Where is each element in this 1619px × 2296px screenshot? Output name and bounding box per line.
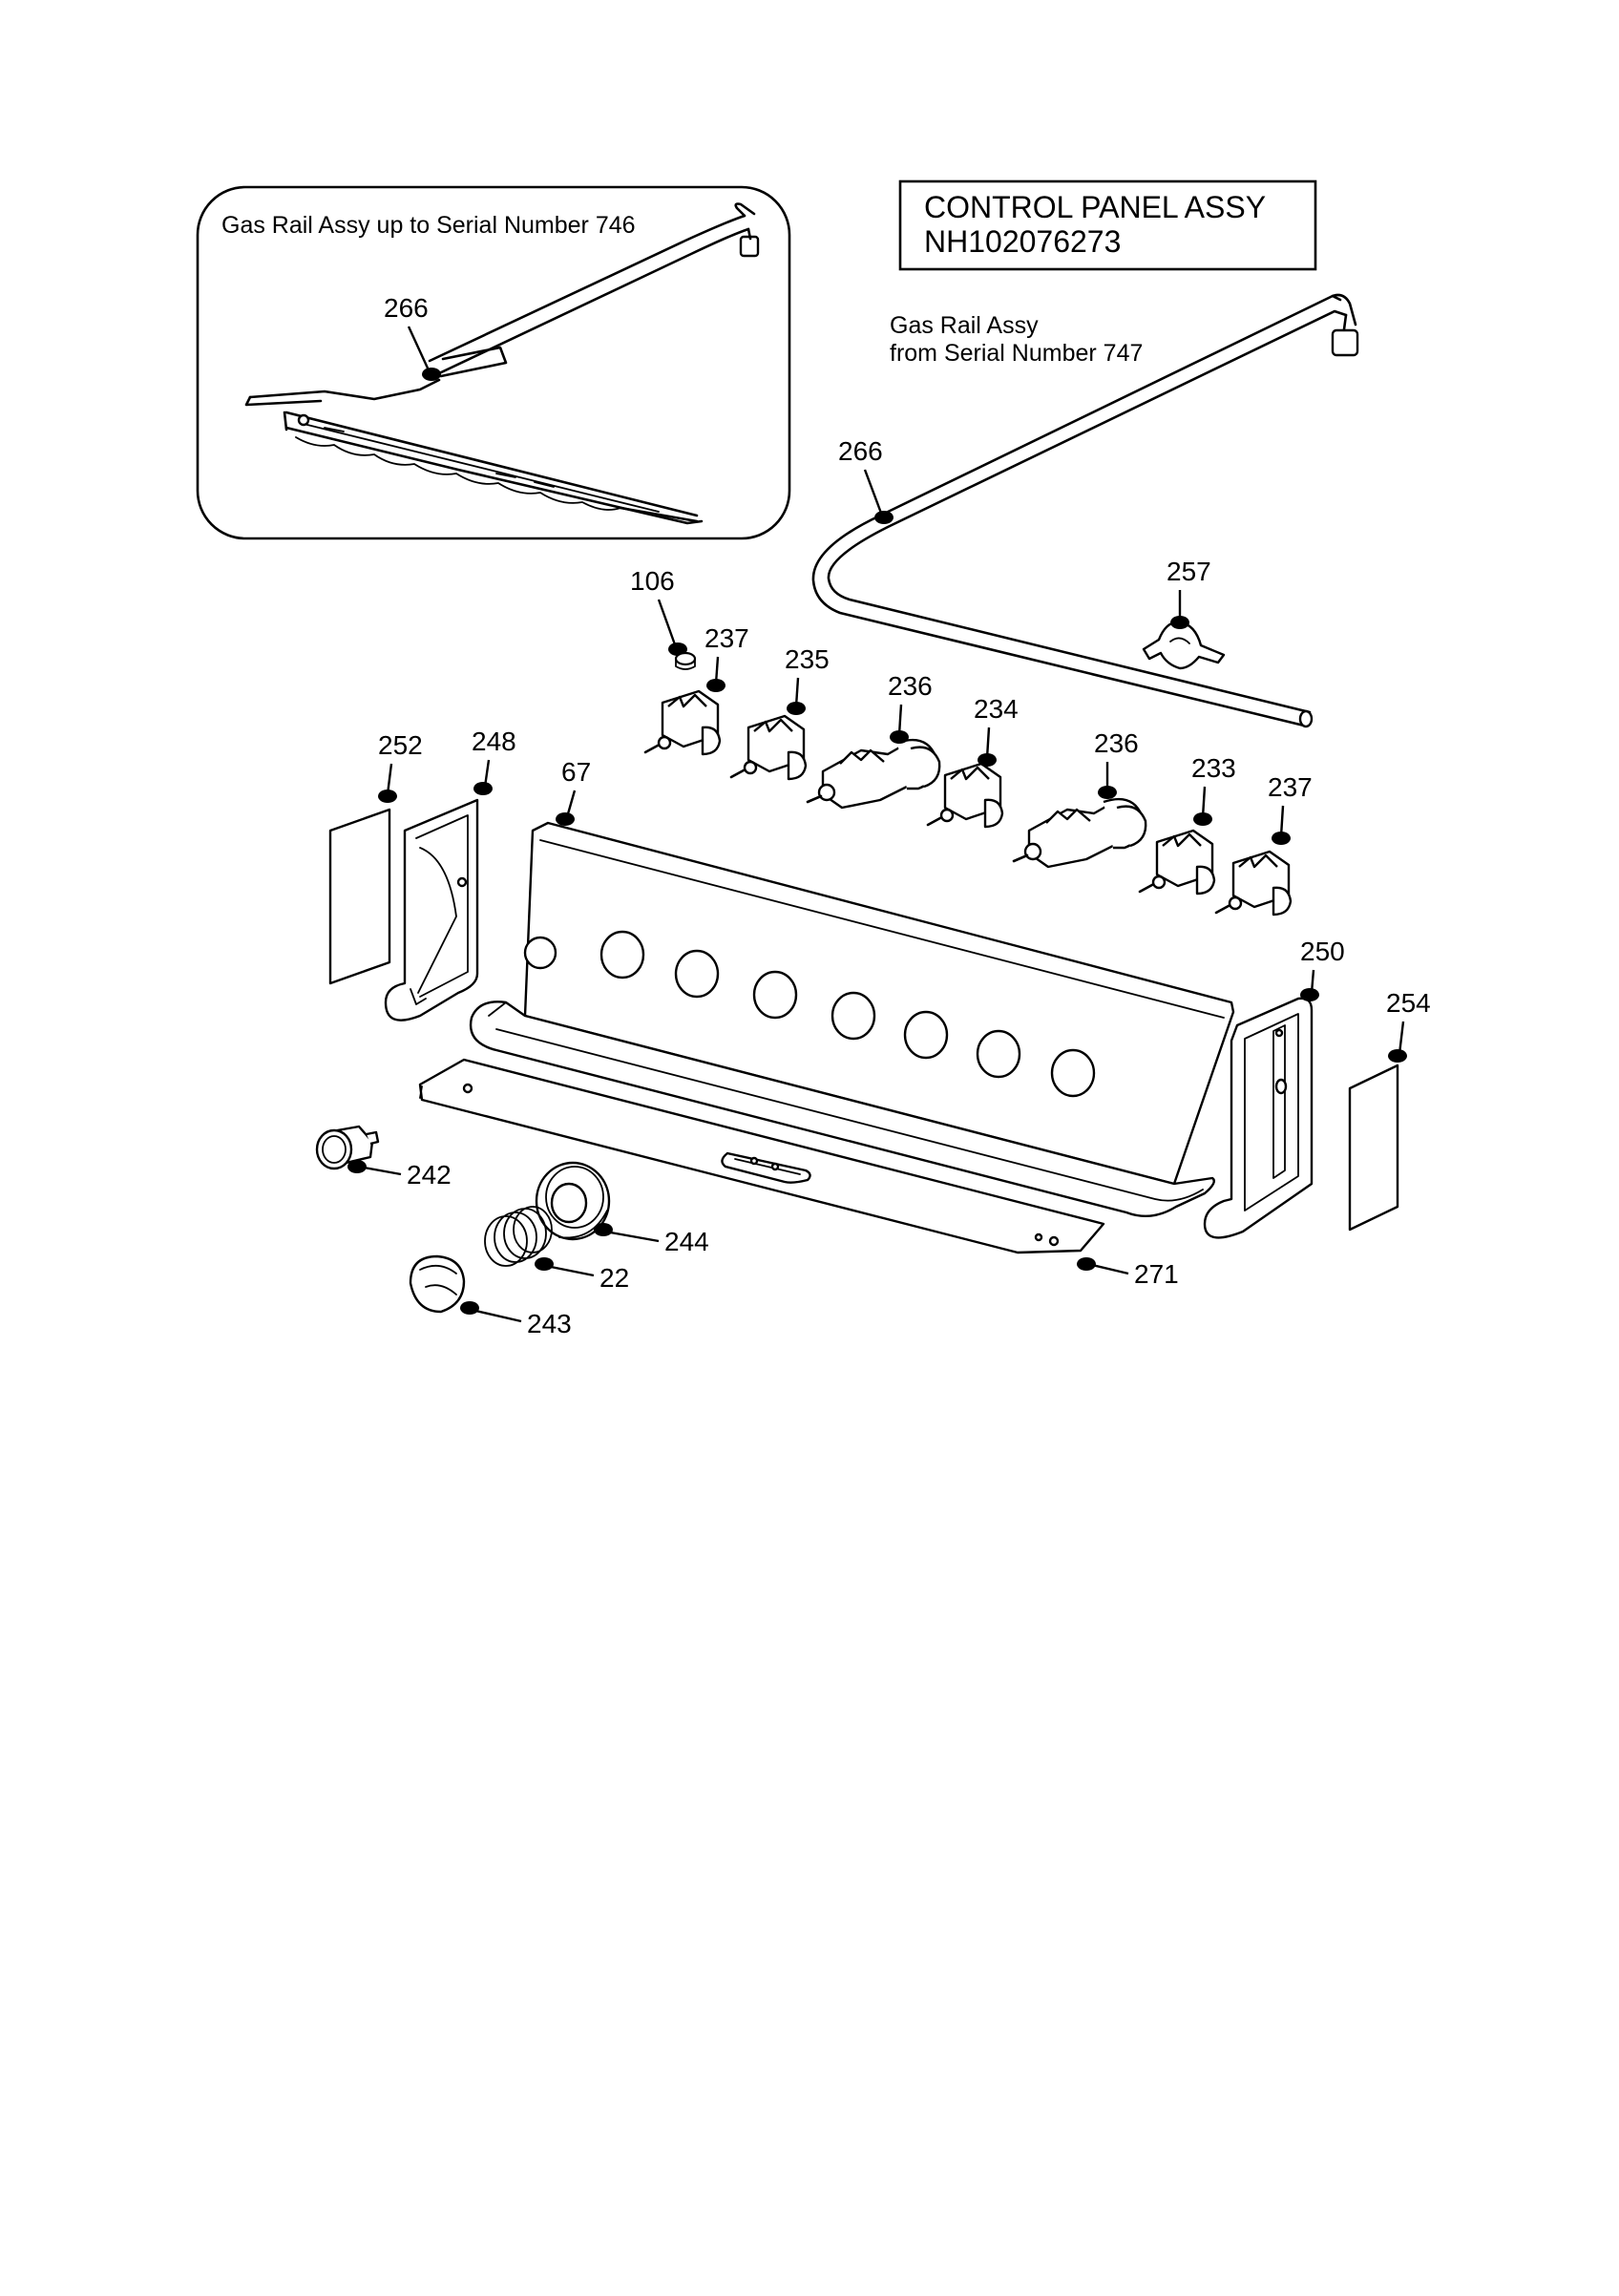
label-242: 242	[407, 1160, 452, 1190]
part-252: 252	[328, 730, 423, 985]
label-271: 271	[1134, 1259, 1179, 1289]
label-237-b: 237	[1268, 772, 1313, 802]
valve-236-b: 236	[1012, 728, 1147, 869]
label-22: 22	[599, 1263, 629, 1293]
label-235: 235	[785, 644, 830, 674]
label-236-b: 236	[1094, 728, 1139, 758]
part-22-spring: 22	[484, 1206, 629, 1293]
part-243-knob: 243	[409, 1254, 572, 1338]
part-254: 254	[1348, 988, 1431, 1232]
gas-rail-new: Gas Rail Assy from Serial Number 747 266	[811, 293, 1359, 728]
label-252: 252	[378, 730, 423, 760]
label-236-a: 236	[888, 671, 933, 701]
label-67: 67	[561, 757, 591, 787]
valve-235: 235	[729, 644, 830, 781]
label-233: 233	[1191, 753, 1236, 783]
inset-gas-rail-old: Gas Rail Assy up to Serial Number 746 26…	[196, 185, 791, 540]
label-257: 257	[1167, 557, 1211, 586]
valve-237-b: 237	[1214, 772, 1313, 916]
label-254: 254	[1386, 988, 1431, 1018]
valve-233: 233	[1138, 753, 1236, 895]
label-248: 248	[472, 727, 516, 756]
valve-237-a: 237	[643, 623, 749, 756]
part-257-clip: 257	[1142, 557, 1226, 670]
label-106: 106	[630, 566, 675, 596]
part-271-strip: 271	[418, 1058, 1179, 1289]
label-234: 234	[974, 694, 1019, 724]
title-line-1: CONTROL PANEL ASSY	[924, 190, 1266, 224]
label-243: 243	[527, 1309, 572, 1338]
inset-caption: Gas Rail Assy up to Serial Number 746	[221, 212, 636, 239]
label-237-a: 237	[704, 623, 749, 653]
part-248: 248	[384, 727, 516, 1022]
label-250: 250	[1300, 937, 1345, 966]
valve-234: 234	[926, 694, 1019, 829]
valves: 237 235 236	[643, 623, 1313, 916]
part-106: 106	[630, 566, 697, 670]
title-line-2: NH102076273	[924, 224, 1121, 259]
label-266: 266	[838, 436, 883, 466]
title-box: CONTROL PANEL ASSY NH102076273	[898, 179, 1317, 271]
valve-236-a: 236	[806, 671, 941, 810]
part-67-control-panel: 67	[469, 757, 1235, 1218]
inset-part-label: 266	[384, 293, 429, 323]
rail-caption-line-1: Gas Rail Assy	[890, 312, 1039, 339]
rail-caption-line-2: from Serial Number 747	[890, 340, 1143, 367]
part-250: 250	[1203, 937, 1345, 1239]
part-244-bezel: 244	[535, 1161, 709, 1256]
part-242-ignition-button: 242	[315, 1125, 452, 1190]
label-244: 244	[664, 1227, 709, 1256]
